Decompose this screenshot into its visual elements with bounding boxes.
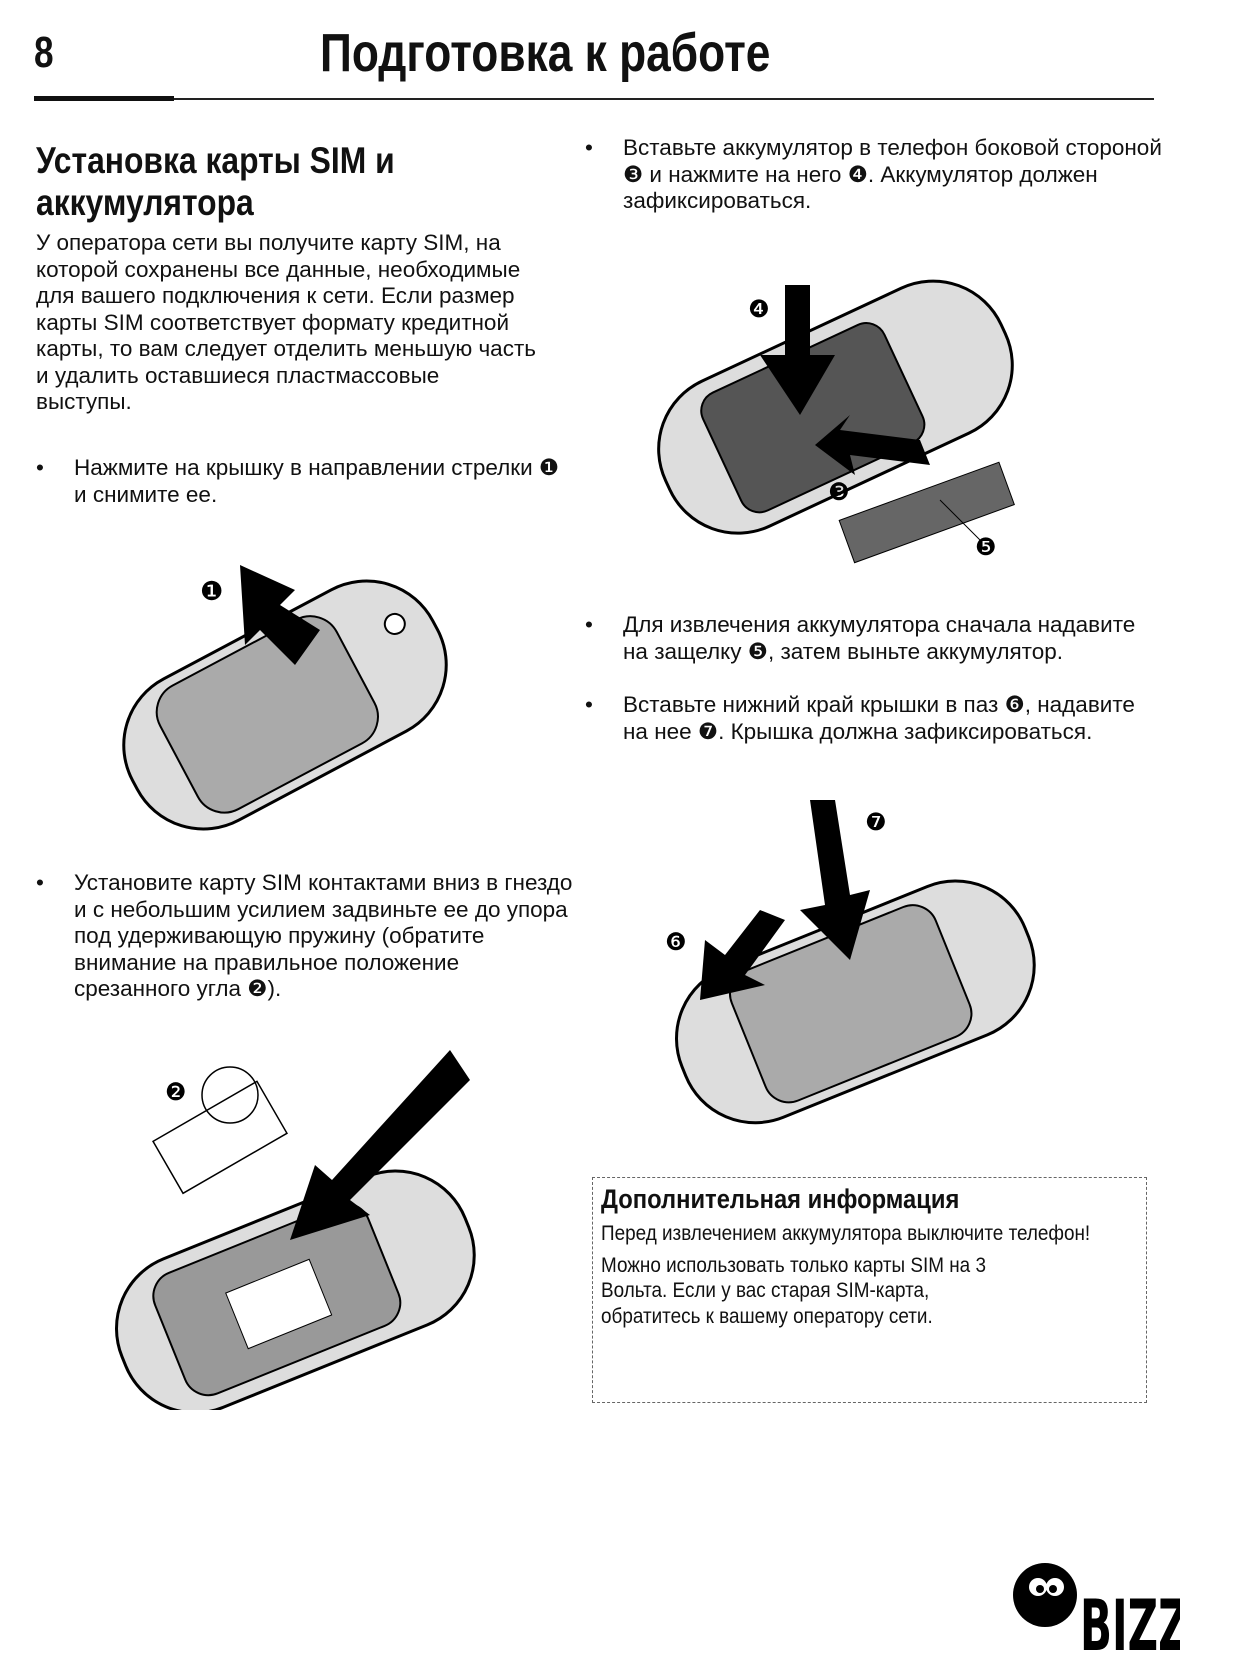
illustration-insert-sim: ❷ [115,1050,476,1410]
logo-text: BIZZY [1080,1585,1180,1665]
step-remove-battery: Для извлечения аккумулятора сначала нада… [585,612,1163,665]
illustration-remove-cover: ❶ [122,565,448,831]
arrow-icon [815,415,930,475]
step-replace-cover: Вставьте нижний край крышки в паз ❻, над… [585,692,1163,745]
arrow-icon [760,285,835,415]
callout-5: ❺ [975,533,997,561]
arrow-icon [290,1050,470,1240]
arrow-icon [800,800,870,960]
page-title: Подготовка к работе [320,23,771,83]
callout-1: ❶ [200,577,223,607]
info-box-title: Дополнительная информация [601,1184,960,1214]
step-insert-sim: Установите карту SIM контактами вниз в г… [36,870,574,1003]
callout-6: ❻ [665,928,687,956]
arrow-icon [240,565,320,665]
arrow-icon [700,910,785,1000]
callout-3: ❸ [828,478,850,506]
callout-7: ❼ [865,808,887,836]
illustration-replace-cover: ❼ ❻ [665,800,1036,1125]
intro-paragraph: У оператора сети вы получите карту SIM, … [36,230,536,414]
section-heading: Установка карты SIM и аккумулятора [36,140,395,223]
header-rule-accent [34,96,174,101]
info-box: Дополнительная информация Перед извлечен… [592,1177,1147,1403]
illustration-insert-battery: ❹ ❸ ❺ [657,279,1015,564]
callout-4: ❹ [748,295,770,323]
step-remove-cover: Нажмите на крышку в направлении стрелки … [36,455,564,508]
header-rule [34,98,1154,100]
info-paragraph: Перед извлечением аккумулятора выключите… [601,1222,1091,1245]
info-paragraph: Можно использовать только карты SIM на 3… [601,1253,986,1328]
bizzy-logo: BIZZY [1013,1563,1180,1665]
step-insert-battery: Вставьте аккумулятор в телефон боковой с… [585,135,1163,215]
callout-2: ❷ [165,1078,187,1106]
page-number: 8 [34,28,54,77]
